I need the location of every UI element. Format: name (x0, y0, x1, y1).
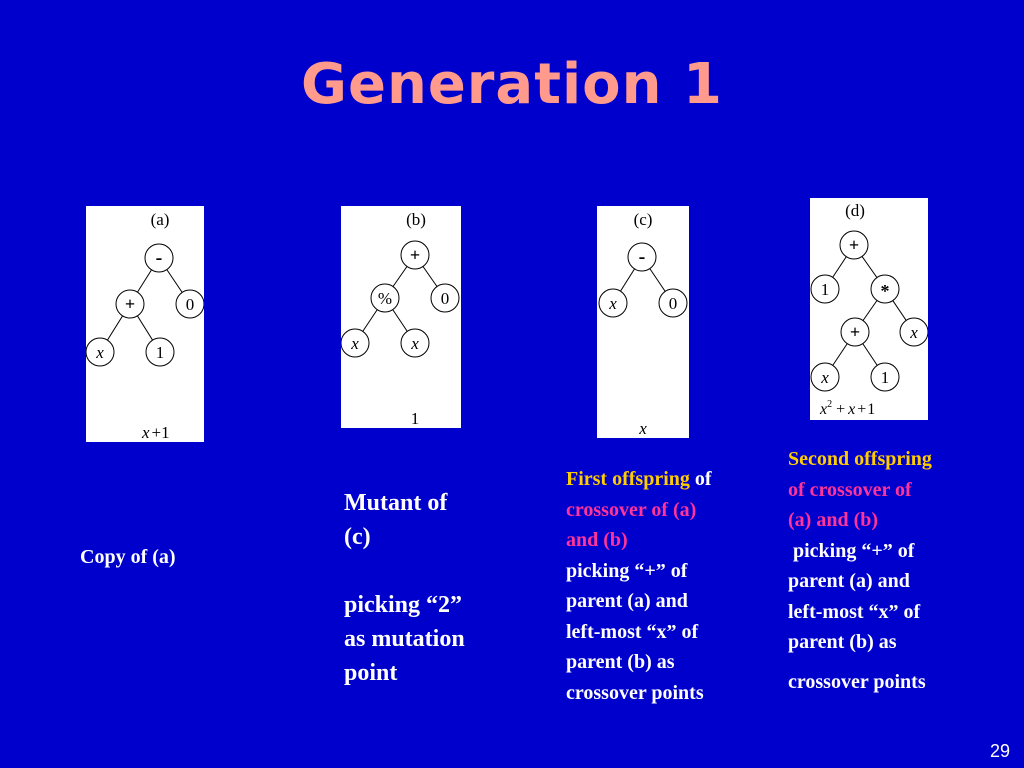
tree-b-diagram: (b) + % 0 x x 1 (341, 210, 460, 428)
tree-b-expression: 1 (411, 409, 420, 428)
tree-d-node (810, 274, 840, 304)
tree-a-node-text: - (156, 247, 163, 269)
tree-a-node (86, 337, 115, 367)
tree-d-expr-plus2: + (857, 401, 866, 418)
tree-d-node (810, 362, 840, 392)
caption-c-line: crossover points (566, 681, 704, 704)
tree-a-node-text: x (95, 343, 104, 362)
caption-b-line: Mutant of (344, 490, 448, 516)
caption-c-line: picking “+” of (566, 559, 688, 582)
tree-b-node-text: x (350, 334, 359, 353)
tree-d-expr-plus1: + (836, 401, 845, 418)
tree-d-expression: x2+x+1 (819, 399, 875, 418)
tree-b-node (430, 283, 460, 313)
tree-a-panel: (a) - + 0 x 1 x+1 (86, 206, 204, 442)
caption-b-line: (c) (344, 524, 371, 550)
caption-d-crossover: of crossover of (788, 478, 912, 501)
tree-a-expr-op: + (152, 423, 162, 442)
tree-a-diagram: (a) - + 0 x 1 x+1 (86, 210, 204, 442)
caption-d-line: parent (b) as (788, 631, 897, 653)
tree-a-node (144, 243, 174, 273)
tree-b-node (400, 240, 430, 270)
caption-b: Mutant of (c) picking “2” as mutation po… (344, 486, 465, 690)
tree-c-diagram: (c) - x 0 x (598, 210, 688, 438)
tree-b-node-text: % (378, 289, 392, 308)
tree-d-node-text: x (820, 368, 829, 387)
caption-c-highlight: First offspring (566, 468, 690, 490)
slide-title: Generation 1 (301, 52, 723, 117)
tree-a-node (115, 289, 145, 319)
tree-c-node-text: - (639, 246, 646, 268)
tree-d-node-text: 1 (881, 368, 890, 387)
tree-b-node-text: x (410, 334, 419, 353)
tree-c-panel: (c) - x 0 x (597, 206, 689, 438)
caption-d-parents: (a) and (b) (788, 509, 879, 531)
caption-b-line: point (344, 660, 398, 686)
tree-c-node (598, 288, 628, 318)
tree-d-expr-x: x (819, 401, 827, 418)
tree-c-node (658, 288, 688, 318)
tree-d-node-text: + (850, 322, 860, 342)
caption-b-spacer (344, 554, 465, 588)
tree-d-node-text: 1 (821, 280, 830, 299)
caption-d: Second offspring of crossover of (a) and… (788, 444, 932, 697)
tree-c-label: (c) (634, 210, 653, 229)
caption-d-line: picking “+” of (788, 539, 915, 562)
tree-d-node (870, 274, 900, 304)
tree-d-node (839, 230, 869, 260)
caption-c-line: parent (b) as (566, 651, 675, 673)
tree-d-label: (d) (845, 201, 865, 220)
tree-d-expr-x2: x (847, 401, 855, 418)
tree-d-expr-sup: 2 (827, 399, 832, 410)
tree-b-node-text: + (410, 245, 420, 265)
caption-c-crossover: crossover of (a) (566, 498, 697, 521)
tree-a-node-text: + (125, 294, 135, 314)
caption-c-line: parent (a) and (566, 590, 688, 612)
tree-d-node-text: x (909, 323, 918, 342)
tree-a-expr-const: 1 (161, 423, 170, 442)
tree-b-label: (b) (406, 210, 426, 229)
tree-d-node (870, 362, 900, 392)
tree-a-label: (a) (151, 210, 170, 229)
caption-c-parents: and (b) (566, 529, 628, 551)
tree-d-expr-one: 1 (867, 401, 875, 418)
tree-a-node (175, 289, 204, 319)
tree-d-node (840, 317, 870, 347)
caption-c-of: of (689, 468, 712, 490)
tree-d-diagram: (d) + 1 * + x x 1 x2+x+1 (810, 201, 928, 418)
caption-d-line: crossover points (788, 670, 926, 693)
caption-d-highlight: Second offspring (788, 448, 932, 470)
caption-c-line: First offspring of (566, 464, 712, 495)
tree-d-node-text: * (881, 281, 890, 301)
tree-a-expression: x+1 (141, 423, 170, 442)
tree-a-node-text: 0 (186, 295, 195, 314)
tree-d-panel: (d) + 1 * + x x 1 x2+x+1 (810, 198, 928, 420)
caption-b-line: as mutation (344, 626, 465, 652)
tree-c-node-text: x (608, 294, 617, 313)
tree-a-node (145, 337, 175, 367)
tree-d-node-text: + (849, 235, 859, 255)
caption-a: Copy of (a) (80, 546, 176, 568)
tree-b-node (370, 283, 400, 313)
tree-d-node (899, 317, 928, 347)
tree-c-node (627, 242, 657, 272)
caption-b-line: picking “2” (344, 592, 463, 618)
caption-d-line: parent (a) and (788, 570, 910, 592)
tree-c-expression: x (638, 419, 647, 438)
tree-a-node-text: 1 (156, 343, 165, 362)
caption-c-line: left-most “x” of (566, 620, 699, 643)
caption-c: First offspring of crossover of (a) and … (566, 464, 712, 708)
tree-b-node (400, 328, 430, 358)
slide-number: 29 (989, 741, 1010, 761)
tree-a-expr-var: x (141, 423, 150, 442)
caption-d-line: left-most “x” of (788, 600, 921, 623)
tree-c-node-text: 0 (669, 294, 678, 313)
tree-b-panel: (b) + % 0 x x 1 (341, 206, 461, 428)
tree-b-node (341, 328, 370, 358)
tree-b-node-text: 0 (441, 289, 450, 308)
